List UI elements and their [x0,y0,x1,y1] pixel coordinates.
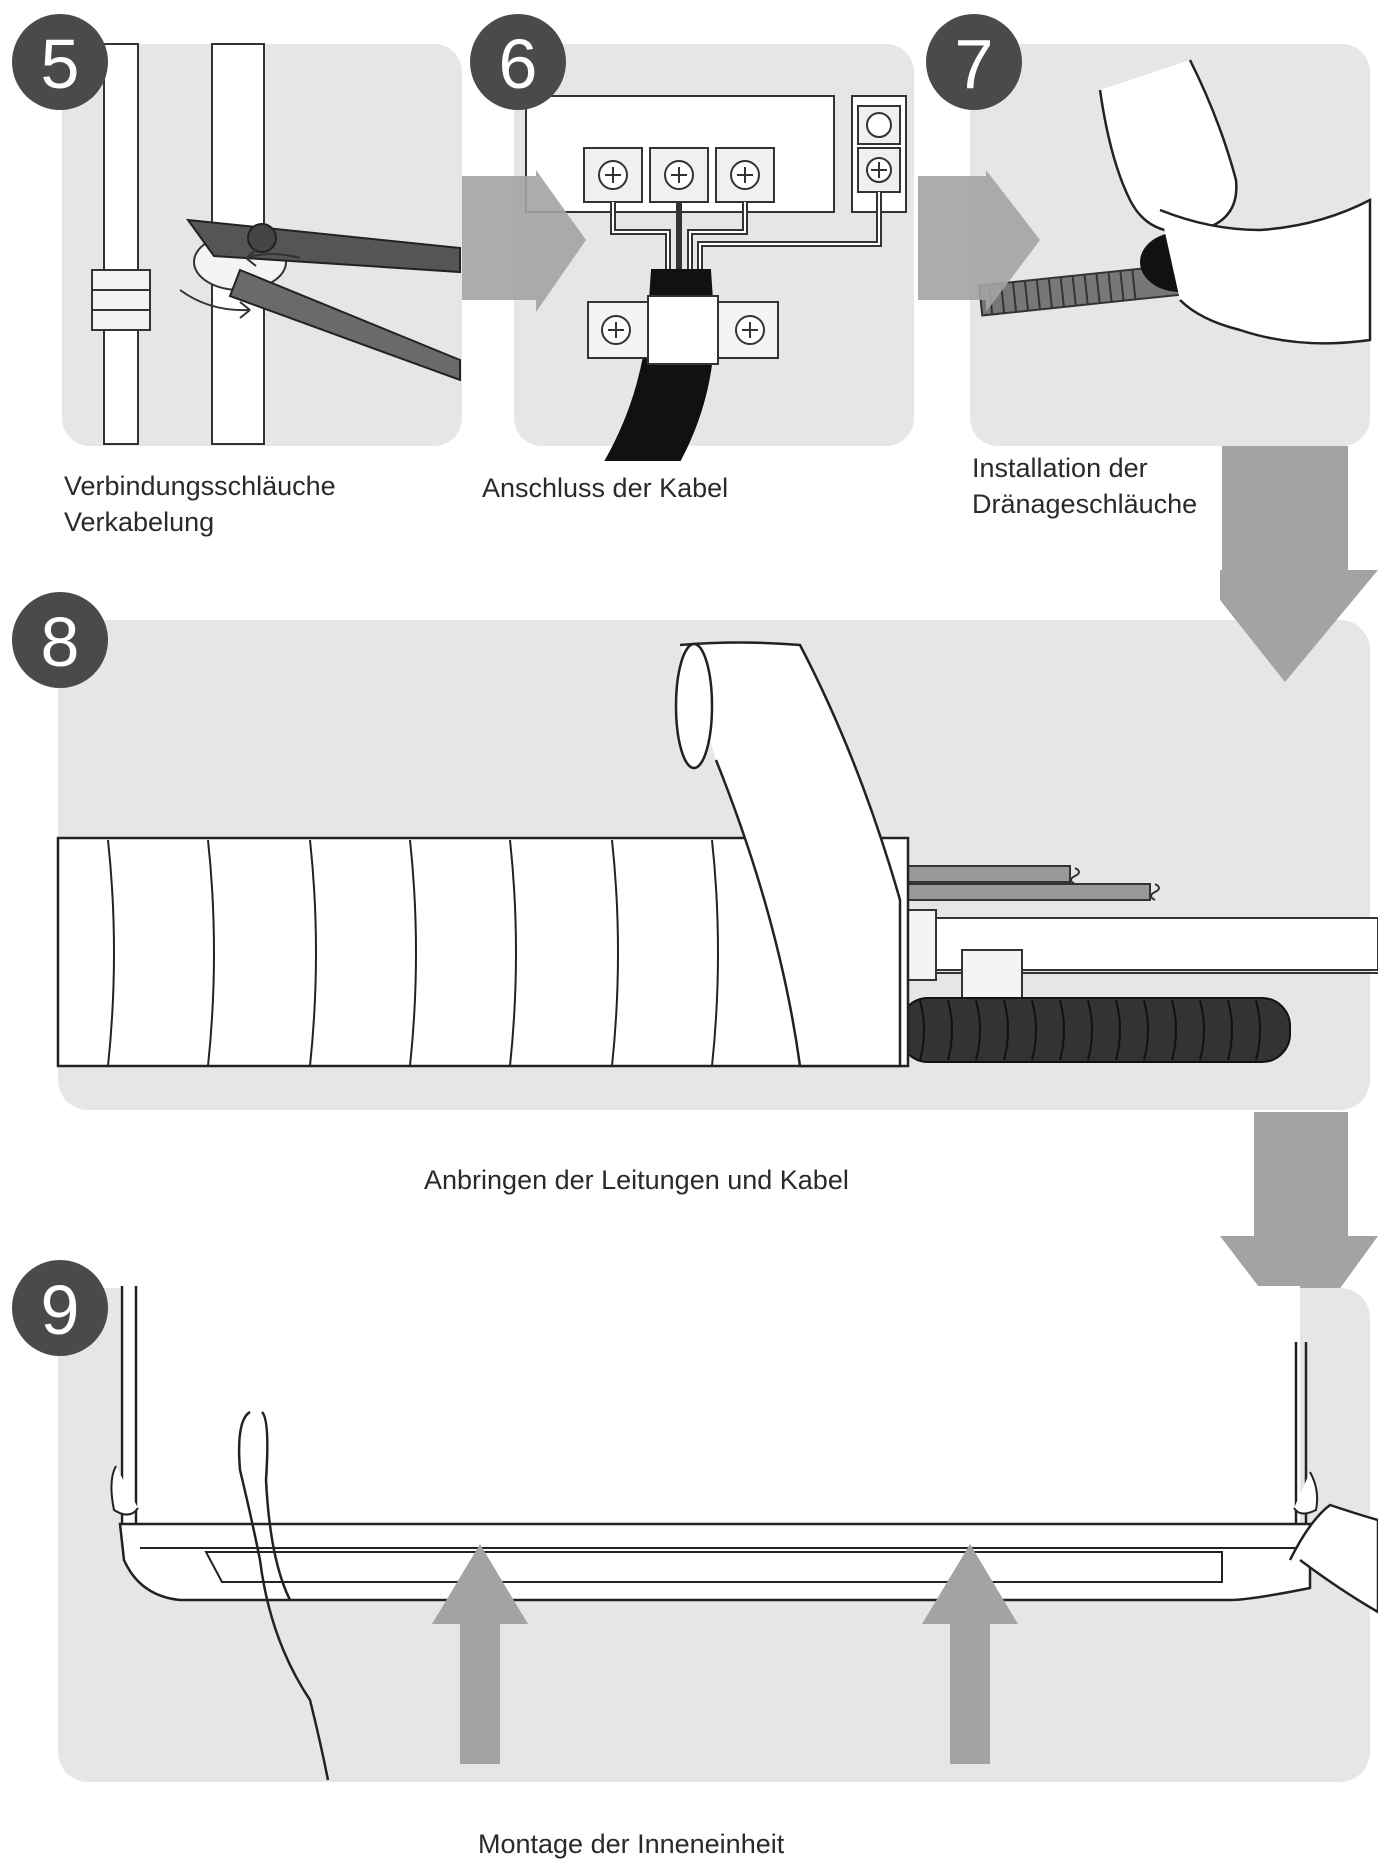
caption-line: Montage der Inneneinheit [478,1829,785,1859]
svg-text:7: 7 [955,25,994,103]
step-8-panel [56,620,1378,1110]
caption-line: Anschluss der Kabel [482,473,729,503]
step-5-panel [62,43,462,446]
step-badge-8: 8 [12,592,108,688]
step-7-panel [970,44,1372,446]
svg-text:9: 9 [41,1271,80,1349]
step-5-caption: Verbindungsschläuche Verkabelung [64,468,336,540]
step-7-caption: Installation der Dränageschläuche [972,450,1197,522]
caption-line: Anbringen der Leitungen und Kabel [424,1165,849,1195]
caption-line: Dränageschläuche [972,489,1198,519]
svg-text:5: 5 [41,25,80,103]
step-9-panel [58,1286,1378,1782]
arrow-down-icon [1220,446,1378,682]
arrow-down-icon [1220,1112,1378,1342]
step-badge-7: 7 [926,14,1022,110]
step-6-panel [514,44,914,461]
step-9-caption: Montage der Inneneinheit [478,1826,784,1862]
caption-line: Verbindungsschläuche [64,471,336,501]
svg-text:6: 6 [499,25,538,103]
arrow-right-icon [918,170,1040,312]
arrow-right-icon [462,170,586,312]
caption-line: Verkabelung [64,507,215,537]
arrow-up-icon [922,1544,1018,1764]
svg-text:8: 8 [41,603,80,681]
step-8-caption: Anbringen der Leitungen und Kabel [424,1162,849,1198]
caption-line: Installation der [972,453,1148,483]
step-badge-9: 9 [12,1260,108,1356]
step-badge-5: 5 [12,14,108,110]
arrow-up-icon [432,1544,528,1764]
step-6-caption: Anschluss der Kabel [482,470,728,506]
step-badge-6: 6 [470,14,566,110]
